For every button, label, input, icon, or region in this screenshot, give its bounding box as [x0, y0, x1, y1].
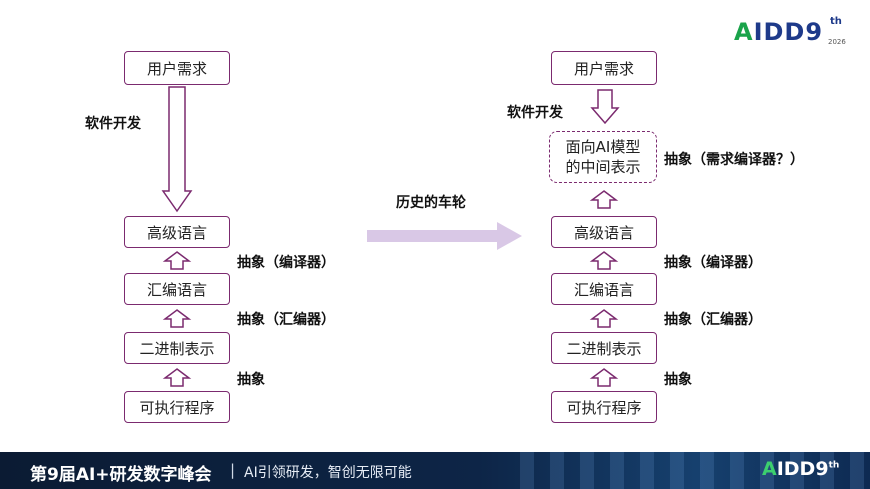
- right-up-arrow-2: [589, 309, 619, 328]
- right-assembly-box: 汇编语言: [551, 273, 657, 305]
- footer-title: 第9届AI+研发数字峰会: [30, 465, 212, 485]
- wheel-of-history-label: 历史的车轮: [396, 195, 466, 211]
- right-abstract-compiler-label: 抽象（编译器）: [664, 255, 762, 271]
- left-executable-box: 可执行程序: [124, 391, 230, 423]
- left-abstract-compiler-label: 抽象（编译器）: [237, 255, 335, 271]
- right-high-level-box: 高级语言: [551, 216, 657, 248]
- aidd-logo: AIDD9 th 2026: [734, 14, 854, 50]
- aidd-logo-year: 2026: [828, 38, 846, 46]
- left-up-arrow-3: [162, 368, 192, 387]
- left-assembly-box: 汇编语言: [124, 273, 230, 305]
- left-user-needs-box: 用户需求: [124, 51, 230, 85]
- footer-decoration: [520, 452, 870, 489]
- aidd-logo-text: AIDD9: [734, 18, 824, 46]
- left-software-dev-label: 软件开发: [85, 116, 141, 132]
- right-abstract-needs-compiler-label: 抽象（需求编译器？）: [664, 152, 804, 168]
- footer-aidd-logo: AIDD9th: [762, 458, 840, 480]
- right-binary-box: 二进制表示: [551, 332, 657, 364]
- footer-slogan: AI引领研发，智创无限可能: [244, 465, 412, 481]
- left-high-level-box: 高级语言: [124, 216, 230, 248]
- aidd-logo-suffix: th: [830, 16, 842, 27]
- right-ai-intermediate-box: 面向AI模型 的中间表示: [549, 131, 657, 183]
- right-executable-box: 可执行程序: [551, 391, 657, 423]
- footer-separator: |: [230, 461, 236, 479]
- right-up-arrow-3: [589, 368, 619, 387]
- right-abstract-label: 抽象: [664, 372, 692, 388]
- left-long-down-arrow: [161, 86, 193, 213]
- left-up-arrow-2: [162, 309, 192, 328]
- left-abstract-assembler-label: 抽象（汇编器）: [237, 312, 335, 328]
- right-up-arrow-0: [589, 190, 619, 209]
- right-abstract-assembler-label: 抽象（汇编器）: [664, 312, 762, 328]
- left-up-arrow-1: [162, 251, 192, 270]
- right-up-arrow-1: [589, 251, 619, 270]
- left-abstract-label: 抽象: [237, 372, 265, 388]
- right-software-dev-label: 软件开发: [507, 105, 563, 121]
- footer-banner: 第9届AI+研发数字峰会 | AI引领研发，智创无限可能 AIDD9th: [0, 452, 870, 489]
- right-user-needs-box: 用户需求: [551, 51, 657, 85]
- right-down-arrow: [590, 89, 620, 125]
- left-binary-box: 二进制表示: [124, 332, 230, 364]
- history-right-arrow: [367, 222, 522, 250]
